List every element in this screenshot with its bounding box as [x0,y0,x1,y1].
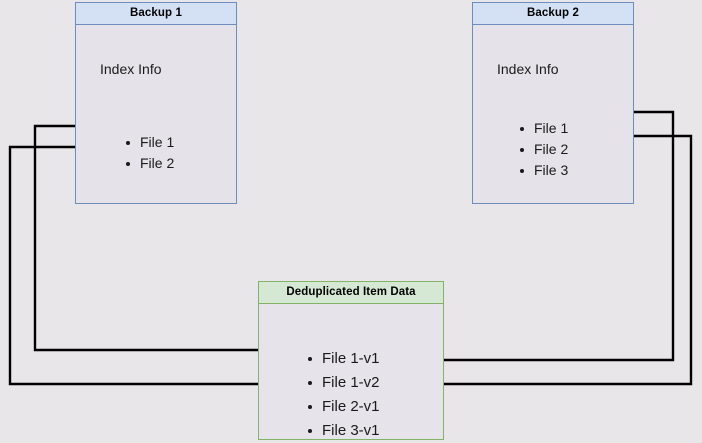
node-deduplicated-item-data[interactable]: Deduplicated Item Data File 1-v1 File 1-… [258,281,444,440]
list-item: File 1-v2 [305,371,380,395]
list-item: File 2-v1 [305,395,380,419]
list-item: File 1 [517,118,568,139]
list-item: File 2 [123,153,174,174]
list-item: File 1 [123,132,174,153]
node-backup-1-title: Backup 1 [76,3,236,25]
list-item: File 2 [517,139,568,160]
node-deduplicated-item-data-body: File 1-v1 File 1-v2 File 2-v1 File 3-v1 [259,304,443,439]
node-backup-1-file-list: File 1 File 2 [123,132,174,174]
list-item: File 3 [517,160,568,181]
node-backup-2[interactable]: Backup 2 Index Info File 1 File 2 File 3 [472,2,634,204]
node-backup-2-section-label: Index Info [497,61,559,77]
node-backup-1[interactable]: Backup 1 Index Info File 1 File 2 [75,2,237,204]
node-backup-1-body: Index Info File 1 File 2 [76,25,236,203]
node-backup-1-section-label: Index Info [100,61,162,77]
list-item: File 3-v1 [305,419,380,443]
node-deduplicated-file-list: File 1-v1 File 1-v2 File 2-v1 File 3-v1 [305,347,380,443]
node-backup-2-file-list: File 1 File 2 File 3 [517,118,568,181]
node-deduplicated-item-data-title: Deduplicated Item Data [259,282,443,304]
node-backup-2-body: Index Info File 1 File 2 File 3 [473,25,633,203]
list-item: File 1-v1 [305,347,380,371]
node-backup-2-title: Backup 2 [473,3,633,25]
